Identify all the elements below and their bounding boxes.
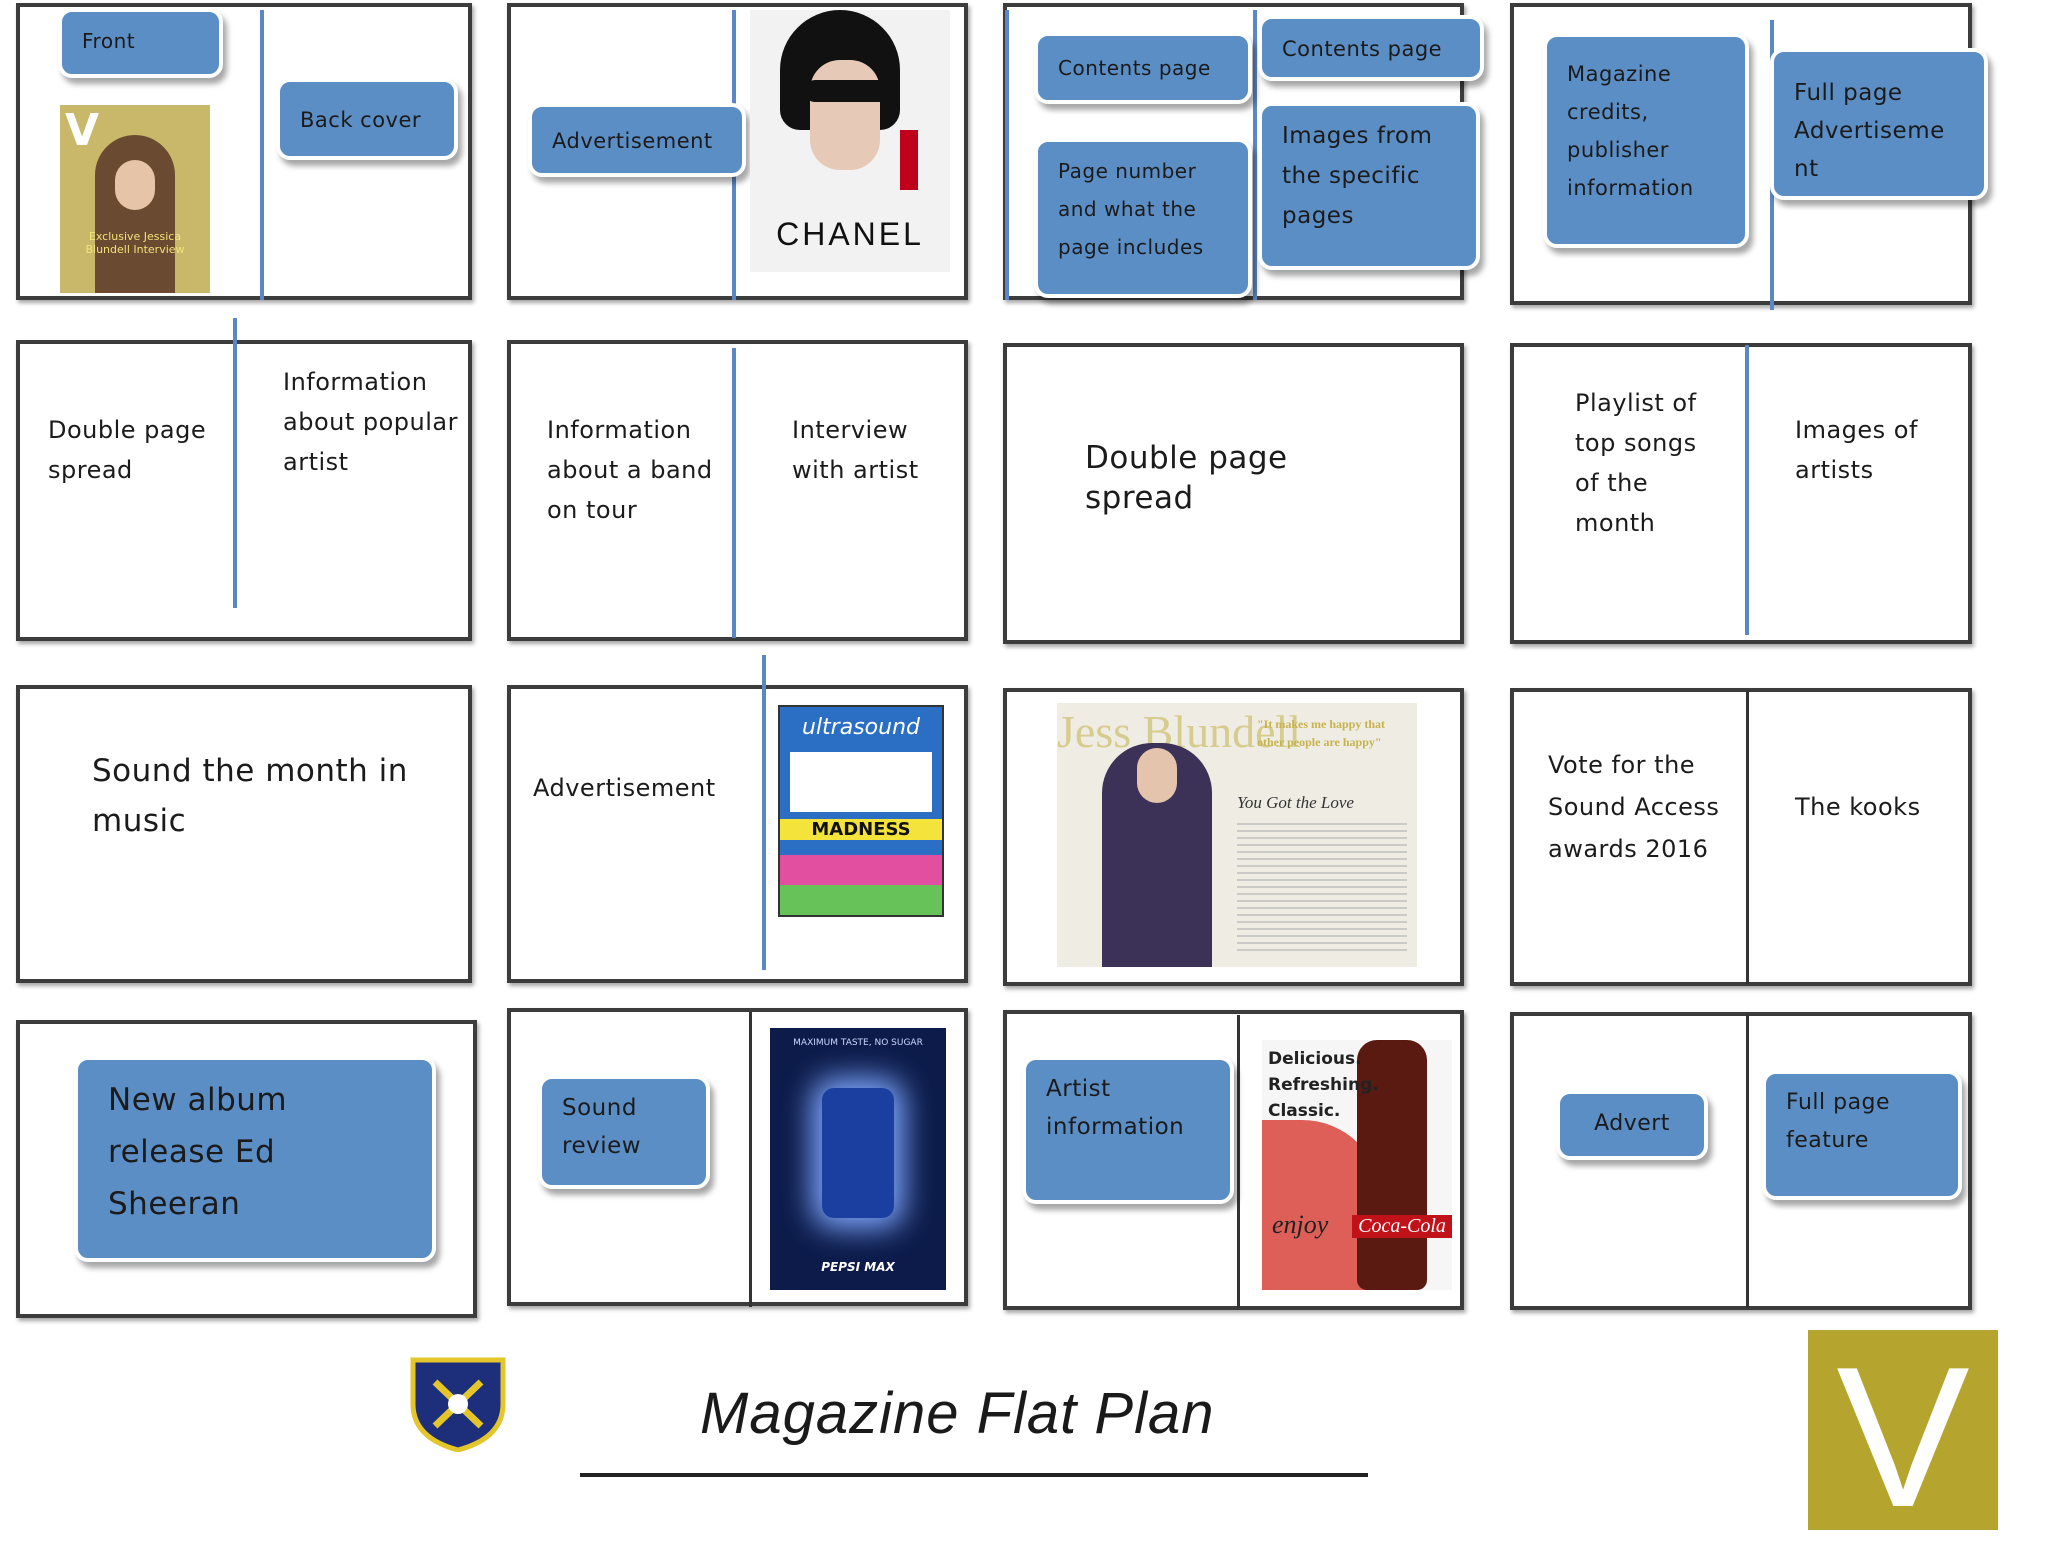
new-album-box: New album release Ed Sheeran [74, 1056, 436, 1262]
credits-box: Magazine credits, publisher information [1543, 33, 1749, 248]
poster-pink-band [780, 855, 942, 885]
fold-line [1746, 1014, 1749, 1308]
cover-person [95, 135, 175, 293]
double-page-spread-label: Double page spread [48, 410, 218, 490]
fold-line [1237, 1015, 1240, 1308]
the-kooks-label: The kooks [1795, 787, 1945, 827]
poster-title: ultrasound [780, 715, 942, 740]
coke-ad-text: Delicious. Refreshing. Classic. [1268, 1046, 1363, 1124]
back-cover-box: Back cover [276, 78, 458, 160]
fold-line [1253, 10, 1257, 300]
artist-information-box: Artist information [1022, 1056, 1234, 1204]
sound-review-box: Sound review [538, 1075, 710, 1189]
playlist-label: Playlist of top songs of the month [1575, 383, 1725, 543]
spread-quote: "It makes me happy that other people are… [1257, 715, 1407, 751]
sound-month-label: Sound the month in music [92, 746, 432, 846]
poster-lineup-band [790, 752, 932, 812]
cover-face [115, 160, 155, 210]
spread-body-text [1237, 823, 1407, 953]
fold-line [260, 10, 264, 300]
interview-label: Interview with artist [792, 410, 942, 490]
cover-letter: V [65, 105, 99, 156]
cover-thumbnail: V Exclusive Jessica Blundell Interview [60, 105, 210, 293]
girl-face [1137, 748, 1177, 803]
advertisement-box: Advertisement [528, 103, 746, 177]
page-number-box: Page number and what the page includes [1034, 138, 1252, 298]
images-of-artists-label: Images of artists [1795, 410, 1945, 490]
pepsi-ad-image: MAXIMUM TASTE, NO SUGAR PEPSI MAX [770, 1028, 946, 1290]
coke-brand: Coca-Cola [1352, 1215, 1452, 1238]
pepsi-can [822, 1088, 894, 1218]
fold-line [1746, 690, 1749, 984]
model-face [810, 60, 880, 170]
lipstick [900, 130, 918, 190]
full-page-feature-box: Full page feature [1762, 1070, 1962, 1200]
page-title: Magazine Flat Plan [700, 1380, 1214, 1447]
contents-page-box: Contents page [1034, 32, 1252, 104]
school-crest-logo [405, 1352, 511, 1452]
poster-line: MADNESS [780, 819, 942, 840]
chanel-brand: CHANEL [750, 216, 950, 253]
advertisement-label: Advertisement [533, 768, 753, 808]
double-page-spread-center: Double page spread [1085, 438, 1405, 518]
contents-page-box: Contents page [1258, 15, 1484, 81]
fold-line [732, 348, 736, 638]
fold-line [1005, 10, 1009, 300]
fold-line [1745, 345, 1749, 635]
coca-cola-ad-image: Delicious. Refreshing. Classic. enjoy Co… [1262, 1040, 1452, 1290]
front-box: Front [58, 8, 223, 78]
pepsi-poster-top: MAXIMUM TASTE, NO SUGAR [770, 1038, 946, 1048]
fold-line [749, 1012, 752, 1307]
advert-box: Advert [1556, 1090, 1708, 1160]
poster-green-band [780, 885, 942, 915]
full-page-advertisement-box: Full page Advertiseme nt [1770, 48, 1988, 200]
images-box: Images from the specific pages [1258, 102, 1480, 270]
cover-caption: Exclusive Jessica Blundell Interview [68, 230, 202, 256]
vote-label: Vote for the Sound Access awards 2016 [1548, 744, 1728, 870]
logo-letter: V [1808, 1338, 1998, 1538]
coke-enjoy: enjoy [1272, 1210, 1328, 1240]
v-magazine-logo: V [1808, 1330, 1998, 1530]
pepsi-brand: PEPSI MAX [770, 1260, 946, 1274]
popular-artist-label: Information about popular artist [283, 362, 463, 482]
chanel-ad-image: CHANEL [750, 10, 950, 272]
sunglasses [805, 80, 890, 102]
band-on-tour-label: Information about a band on tour [547, 410, 722, 530]
fold-line [233, 318, 237, 608]
fold-line [762, 655, 766, 970]
title-underline [580, 1473, 1368, 1477]
spread-script: You Got the Love [1237, 793, 1417, 813]
spread-image: Jess Blundell "It makes me happy that ot… [1057, 703, 1417, 967]
festival-poster-image: ultrasound MADNESS [778, 705, 944, 917]
